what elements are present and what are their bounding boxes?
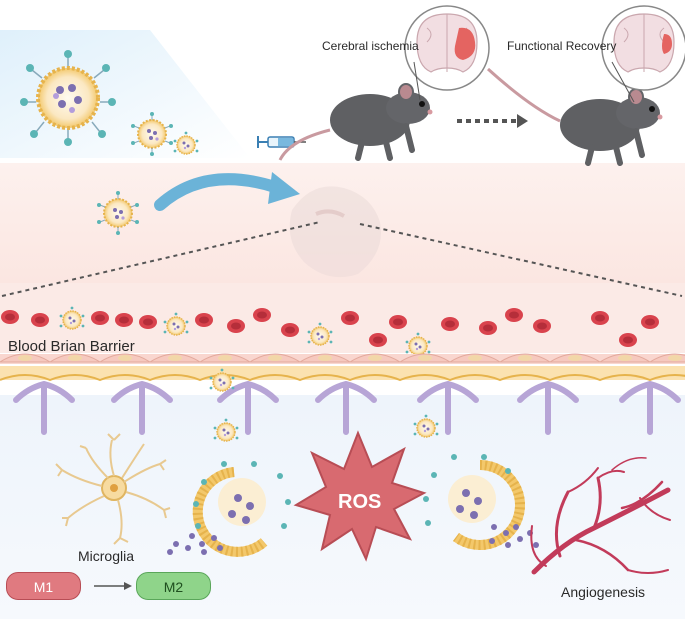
brain-icon — [289, 186, 382, 278]
mouse-icon — [486, 67, 663, 163]
rbc — [281, 323, 299, 337]
label-angiogenesis: Angiogenesis — [561, 584, 646, 600]
progression-arrow — [457, 114, 528, 128]
rbc — [115, 313, 133, 327]
label-ros: ROS — [338, 491, 382, 513]
rbc — [591, 311, 609, 325]
rbc — [195, 313, 213, 327]
callout-line — [611, 61, 635, 103]
rbc — [619, 333, 637, 347]
brain-icon — [601, 5, 685, 91]
rbc — [341, 311, 359, 325]
rbc — [479, 321, 497, 335]
rbc — [641, 315, 659, 329]
mouse-icon — [278, 84, 433, 160]
rbc — [369, 333, 387, 347]
syringe-icon — [257, 136, 306, 148]
rbc — [505, 308, 523, 322]
zoom-line-right — [359, 223, 683, 297]
curved-blue-arrow — [154, 172, 300, 211]
vessel-network — [530, 457, 671, 575]
callout-line — [413, 61, 421, 101]
label-blood-brain-barrier: Blood Brian Barrier — [8, 338, 135, 355]
exosome-release-right — [423, 454, 539, 550]
rbc — [91, 311, 109, 325]
rbc — [31, 313, 49, 327]
zoom-line-left — [1, 221, 321, 297]
rbc — [1, 310, 19, 324]
ros-burst — [293, 430, 427, 562]
endothelial-layer — [0, 353, 685, 364]
m1-badge: M1 — [6, 572, 81, 600]
rbc — [227, 319, 245, 333]
rbc — [139, 315, 157, 329]
pericyte-layer — [0, 366, 685, 382]
label-cerebral-ischemia: Cerebral ischemia — [322, 39, 419, 53]
label-functional-recovery: Functional Recovery — [507, 39, 617, 53]
rbc — [441, 317, 459, 331]
label-microglia: Microglia — [78, 548, 135, 564]
m2-badge: M2 — [136, 572, 211, 600]
rbc — [253, 308, 271, 322]
exosome-release-left — [167, 461, 291, 557]
microglia-icon — [55, 433, 171, 545]
exosome-icon — [20, 50, 116, 146]
rbc — [389, 315, 407, 329]
rbc — [533, 319, 551, 333]
m1-to-m2-arrow — [94, 582, 132, 590]
brain-icon — [404, 5, 490, 91]
